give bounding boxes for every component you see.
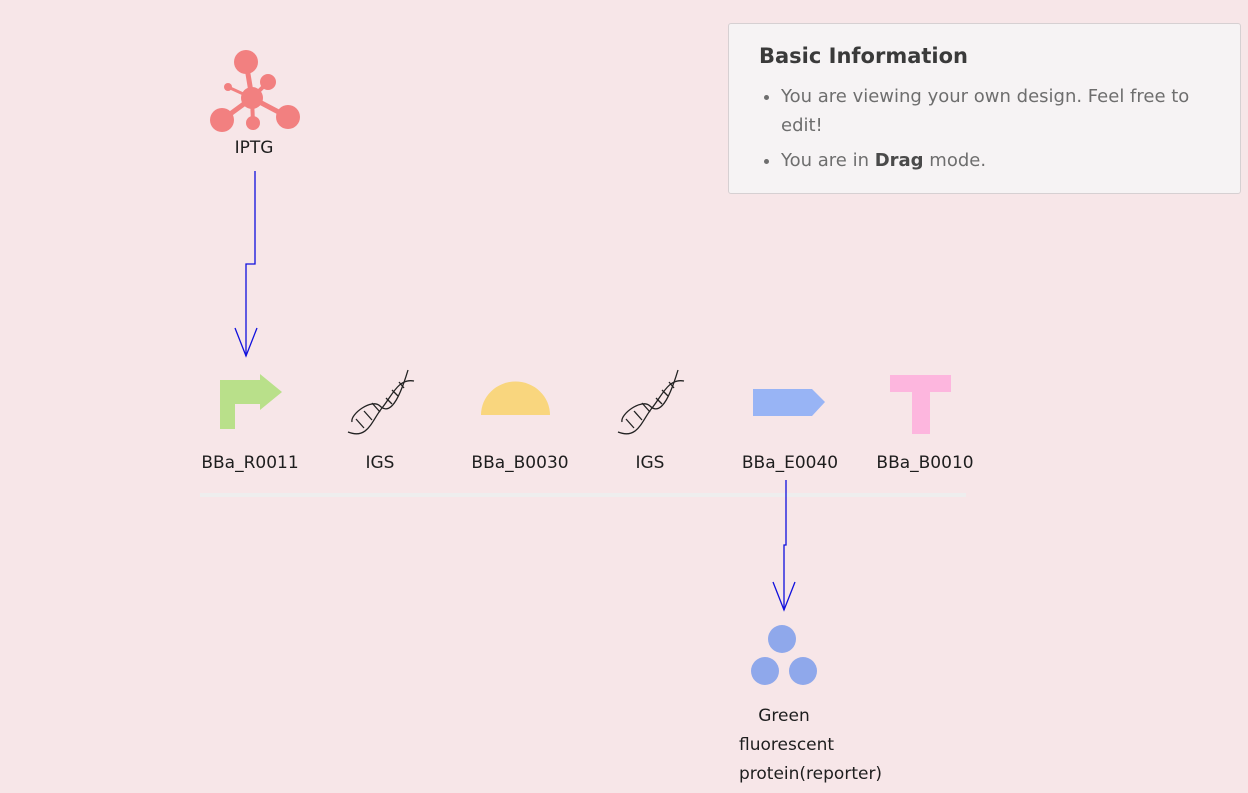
part-label: IGS — [635, 453, 665, 473]
product-label-line: protein(reporter) — [739, 764, 883, 784]
mode-name: Drag — [874, 150, 924, 171]
info-item: You are in Drag mode. — [781, 146, 1210, 175]
part-label: BBa_B0030 — [471, 453, 569, 473]
cds-icon[interactable] — [753, 389, 825, 416]
product-label-line: Green — [758, 706, 810, 726]
info-item-suffix: mode. — [923, 150, 987, 171]
part-label: BBa_B0010 — [876, 453, 974, 473]
terminator-icon[interactable] — [890, 375, 951, 434]
info-item-prefix: You are in — [781, 150, 875, 171]
induction-arrow — [234, 171, 258, 358]
part-label: BBa_R0011 — [201, 453, 299, 473]
part-label: BBa_E0040 — [741, 453, 839, 473]
expression-arrow — [772, 480, 796, 612]
info-item: You are viewing your own design. Feel fr… — [781, 82, 1210, 140]
dna-backbone — [200, 493, 966, 497]
panel-title: Basic Information — [759, 44, 968, 68]
protein-product-icon[interactable] — [751, 625, 817, 685]
iptg-molecule-icon[interactable] — [210, 50, 300, 132]
dna-helix-icon[interactable] — [617, 369, 685, 435]
basic-information-panel: Basic Information You are viewing your o… — [728, 23, 1241, 194]
dna-helix-icon[interactable] — [347, 369, 415, 435]
rbs-icon[interactable] — [481, 381, 550, 415]
part-label: IGS — [365, 453, 395, 473]
inducer-label: IPTG — [234, 138, 274, 158]
info-list: You are viewing your own design. Feel fr… — [759, 82, 1210, 175]
info-item-text: You are viewing your own design. Feel fr… — [781, 86, 1190, 136]
product-label-line: fluorescent — [739, 735, 835, 755]
promoter-icon[interactable] — [220, 374, 282, 429]
